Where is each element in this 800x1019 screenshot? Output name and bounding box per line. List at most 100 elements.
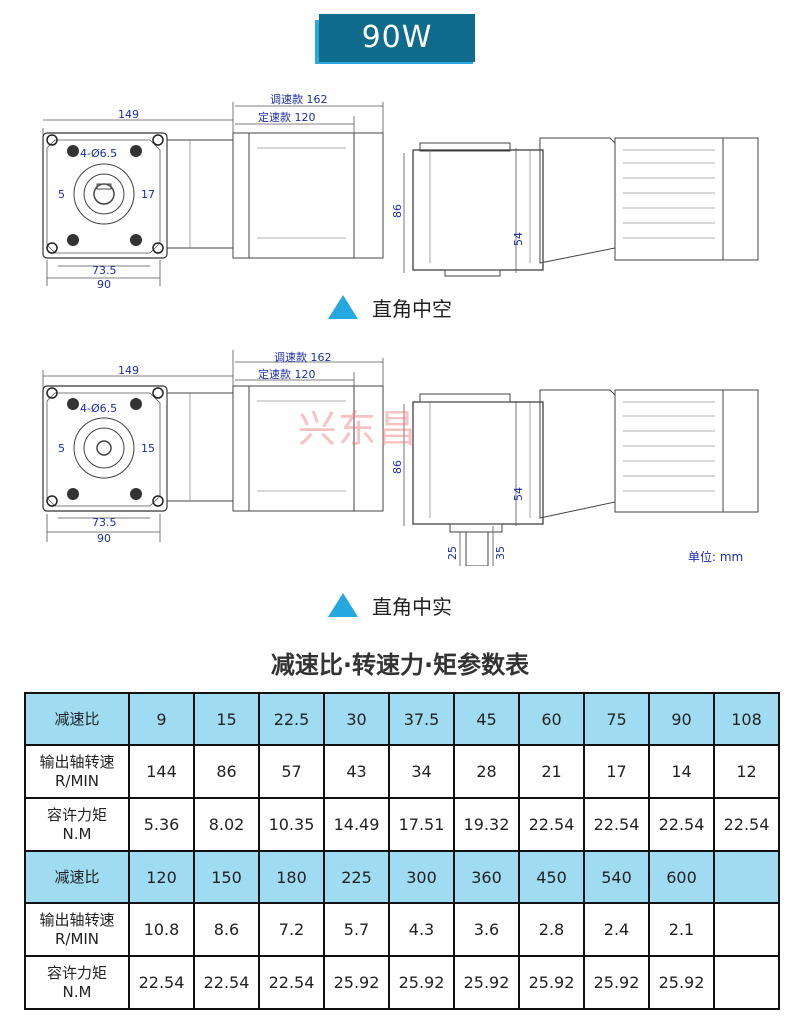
hole-label: 4-Ø6.5 bbox=[80, 402, 117, 415]
len-fixed-label: 定速款 120 bbox=[258, 367, 316, 381]
table-cell-speed: 5.7 bbox=[323, 902, 390, 957]
table-cell-torque: 25.92 bbox=[323, 955, 390, 1010]
shaft-len-label: 25 bbox=[446, 546, 459, 560]
table-cell-speed: 21 bbox=[518, 744, 585, 799]
height-label: 86 bbox=[391, 204, 404, 218]
power-badge: 90W bbox=[315, 14, 475, 64]
caption-hollow-text: 直角中空 bbox=[372, 296, 452, 321]
table-cell-ratio: 22.5 bbox=[258, 692, 325, 746]
table-cell-speed: 144 bbox=[128, 744, 195, 799]
table-cell-torque: 25.92 bbox=[583, 955, 650, 1010]
drawing-hollow-svg: 149 调速款 162 定速款 120 4-Ø6.5 5 17 73.5 90 bbox=[42, 92, 759, 288]
row-label-text: 容许力矩 bbox=[46, 963, 107, 982]
flange-label: 90 bbox=[97, 532, 111, 545]
table-cell-speed: 43 bbox=[323, 744, 390, 799]
table-cell-torque: 10.35 bbox=[258, 797, 325, 852]
table-cell-torque: 14.49 bbox=[323, 797, 390, 852]
len-adjustable-label: 调速款 162 bbox=[270, 92, 328, 106]
table-cell-speed: 3.6 bbox=[453, 902, 520, 957]
table-cell-speed: 2.8 bbox=[518, 902, 585, 957]
table-cell-ratio: 45 bbox=[453, 692, 520, 746]
table-cell-torque: 5.36 bbox=[128, 797, 195, 852]
table-cell-speed: 8.6 bbox=[193, 902, 260, 957]
power-badge-label: 90W bbox=[319, 14, 475, 62]
table-cell-ratio: 540 bbox=[583, 850, 650, 904]
table-cell-ratio: 60 bbox=[518, 692, 585, 746]
len-adjustable-label: 调速款 162 bbox=[274, 350, 332, 364]
table-cell-ratio: 180 bbox=[258, 850, 325, 904]
triangle-icon bbox=[328, 593, 358, 617]
table-cell-speed: 34 bbox=[388, 744, 455, 799]
table-cell-ratio: 108 bbox=[713, 692, 780, 746]
row-label-text: N.M bbox=[62, 824, 92, 843]
table-cell-speed: 86 bbox=[193, 744, 260, 799]
front-width-label: 149 bbox=[118, 108, 139, 121]
table-cell-speed: 7.2 bbox=[258, 902, 325, 957]
table-title: 减速比·转速力·矩参数表 bbox=[270, 651, 530, 679]
table-cell-ratio: 450 bbox=[518, 850, 585, 904]
height-label: 86 bbox=[391, 460, 404, 474]
shaft-height-label: 54 bbox=[512, 487, 525, 501]
len-fixed-label: 定速款 120 bbox=[258, 110, 316, 124]
table-cell-torque: 22.54 bbox=[258, 955, 325, 1010]
shaft-right-label: 15 bbox=[141, 442, 155, 455]
table-cell-torque: 25.92 bbox=[453, 955, 520, 1010]
table-cell-speed bbox=[713, 902, 780, 957]
table-cell-speed: 10.8 bbox=[128, 902, 195, 957]
row-label-text: N.M bbox=[62, 982, 92, 1001]
table-cell-ratio: 90 bbox=[648, 692, 715, 746]
row-label-text: R/MIN bbox=[54, 929, 100, 948]
pitch-label: 73.5 bbox=[92, 264, 117, 277]
table-cell-speed: 28 bbox=[453, 744, 520, 799]
table-cell-ratio: 9 bbox=[128, 692, 195, 746]
table-cell-ratio bbox=[713, 850, 780, 904]
shaft-left-label: 5 bbox=[58, 442, 65, 455]
table-cell-ratio: 30 bbox=[323, 692, 390, 746]
table-cell-torque: 25.92 bbox=[388, 955, 455, 1010]
caption-hollow: 直角中空 bbox=[328, 292, 452, 322]
row-label-text: 减速比 bbox=[54, 867, 100, 886]
table-cell-torque: 22.54 bbox=[583, 797, 650, 852]
drawing-solid-svg: 149 调速款 162 定速款 120 4-Ø6.5 5 15 73.5 90 bbox=[42, 350, 759, 566]
table-cell-torque: 8.02 bbox=[193, 797, 260, 852]
front-width-label: 149 bbox=[118, 364, 139, 377]
hole-label: 4-Ø6.5 bbox=[80, 147, 117, 160]
watermark: 兴东昌 bbox=[298, 407, 419, 451]
table-cell-speed: 4.3 bbox=[388, 902, 455, 957]
table-cell-torque: 22.54 bbox=[518, 797, 585, 852]
table-cell-speed: 2.4 bbox=[583, 902, 650, 957]
table-cell-speed: 2.1 bbox=[648, 902, 715, 957]
pitch-label: 73.5 bbox=[92, 516, 117, 529]
table-cell-speed: 57 bbox=[258, 744, 325, 799]
row-label-text: 输出轴转速 bbox=[39, 910, 115, 929]
table-cell-ratio: 120 bbox=[128, 850, 195, 904]
drawing-hollow: 149 调速款 162 定速款 120 4-Ø6.5 5 17 73.5 90 bbox=[0, 88, 800, 288]
table-cell-ratio: 225 bbox=[323, 850, 390, 904]
drawing-solid: 149 调速款 162 定速款 120 4-Ø6.5 5 15 73.5 90 bbox=[0, 346, 800, 566]
table-cell-torque: 19.32 bbox=[453, 797, 520, 852]
row-label-text: R/MIN bbox=[54, 771, 100, 790]
row-label-text: 减速比 bbox=[54, 709, 100, 728]
table-cell-ratio: 150 bbox=[193, 850, 260, 904]
row-label-ratio: 减速比 bbox=[24, 850, 130, 904]
triangle-icon bbox=[328, 295, 358, 319]
table-cell-torque bbox=[713, 955, 780, 1010]
table-cell-ratio: 600 bbox=[648, 850, 715, 904]
table-cell-ratio: 300 bbox=[388, 850, 455, 904]
row-label-ratio: 减速比 bbox=[24, 692, 130, 746]
table-cell-ratio: 15 bbox=[193, 692, 260, 746]
table-cell-speed: 14 bbox=[648, 744, 715, 799]
caption-solid-text: 直角中实 bbox=[372, 594, 452, 619]
row-label-text: 输出轴转速 bbox=[39, 752, 115, 771]
shaft-height-label: 54 bbox=[512, 232, 525, 246]
